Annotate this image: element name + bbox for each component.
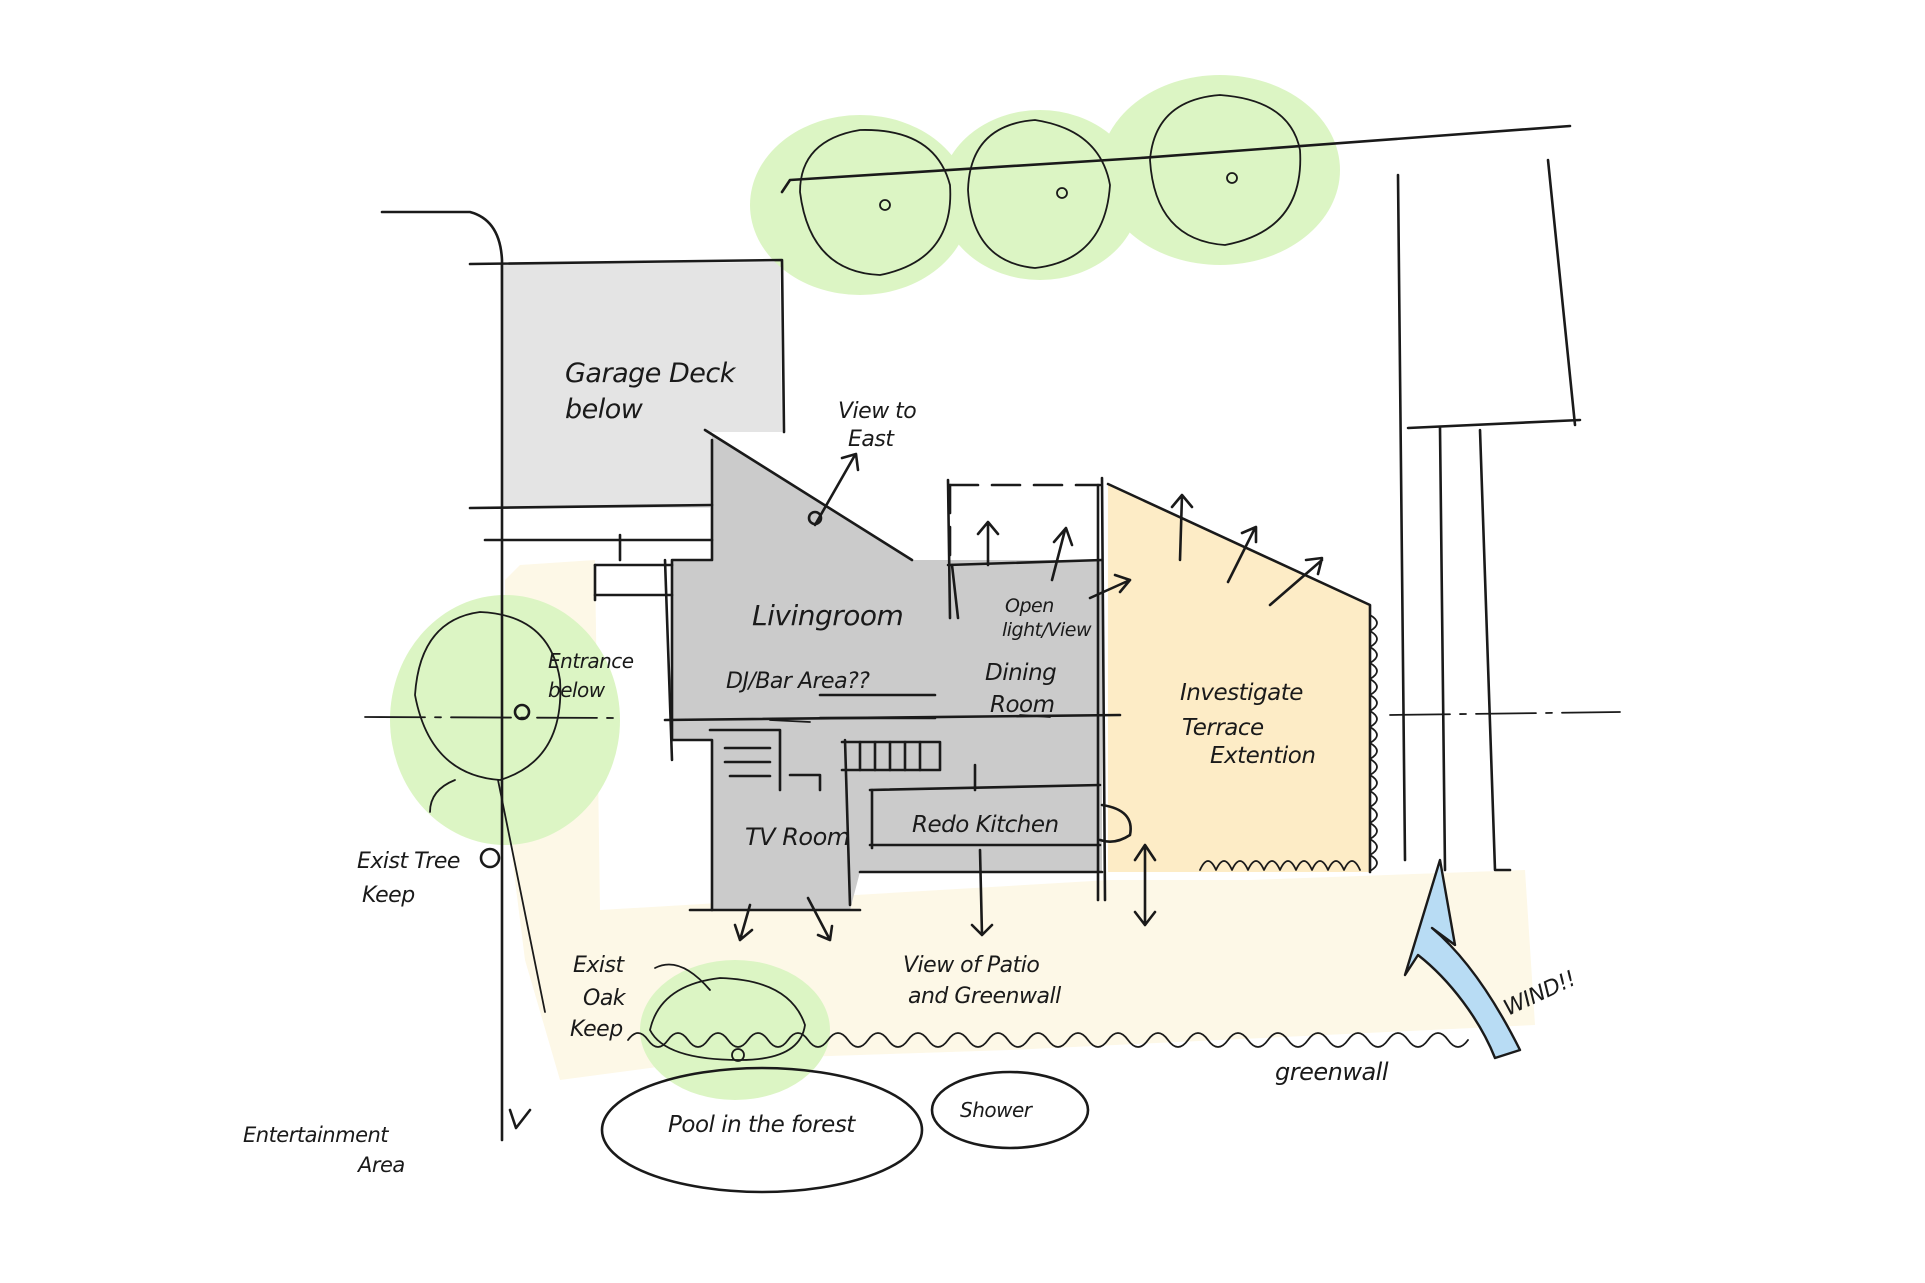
label-living-room: Livingroom (752, 599, 903, 632)
label-tv-room: TV Room (745, 823, 850, 851)
label-greenwall: greenwall (1275, 1058, 1389, 1086)
label-open-light-view: Open light/View (1002, 595, 1092, 641)
label-redo-kitchen: Redo Kitchen (912, 812, 1059, 838)
terrace-extension-area (1108, 484, 1370, 872)
plan-linework (364, 94, 1621, 1194)
label-dj-bar-area: DJ/Bar Area?? (726, 669, 870, 694)
label-entertainment-area: Entertainment Area (243, 1123, 405, 1177)
label-view-of-patio: View of Patio and Greenwall (903, 953, 1061, 1009)
label-exist-oak-keep: Exist Oak Keep (570, 953, 632, 1042)
label-shower: Shower (960, 1098, 1034, 1122)
label-view-to-east: View to East (838, 399, 923, 452)
label-investigate-terrace: Investigate Terrace Extention (1180, 680, 1315, 769)
label-garage-deck: Garage Deck below (565, 358, 743, 425)
patio-ground-wash (505, 560, 1535, 1080)
label-pool-in-forest: Pool in the forest (668, 1112, 856, 1138)
sketch-labels: Garage Deck below View to East Livingroo… (243, 358, 1580, 1177)
label-entrance-below: Entrance below (548, 649, 639, 702)
house-plan-area (672, 435, 1102, 910)
label-exist-tree-keep: Exist Tree Keep (357, 849, 466, 908)
label-dining-room: Dining Room (985, 660, 1063, 718)
wind-arrow-icon (1403, 858, 1522, 1060)
